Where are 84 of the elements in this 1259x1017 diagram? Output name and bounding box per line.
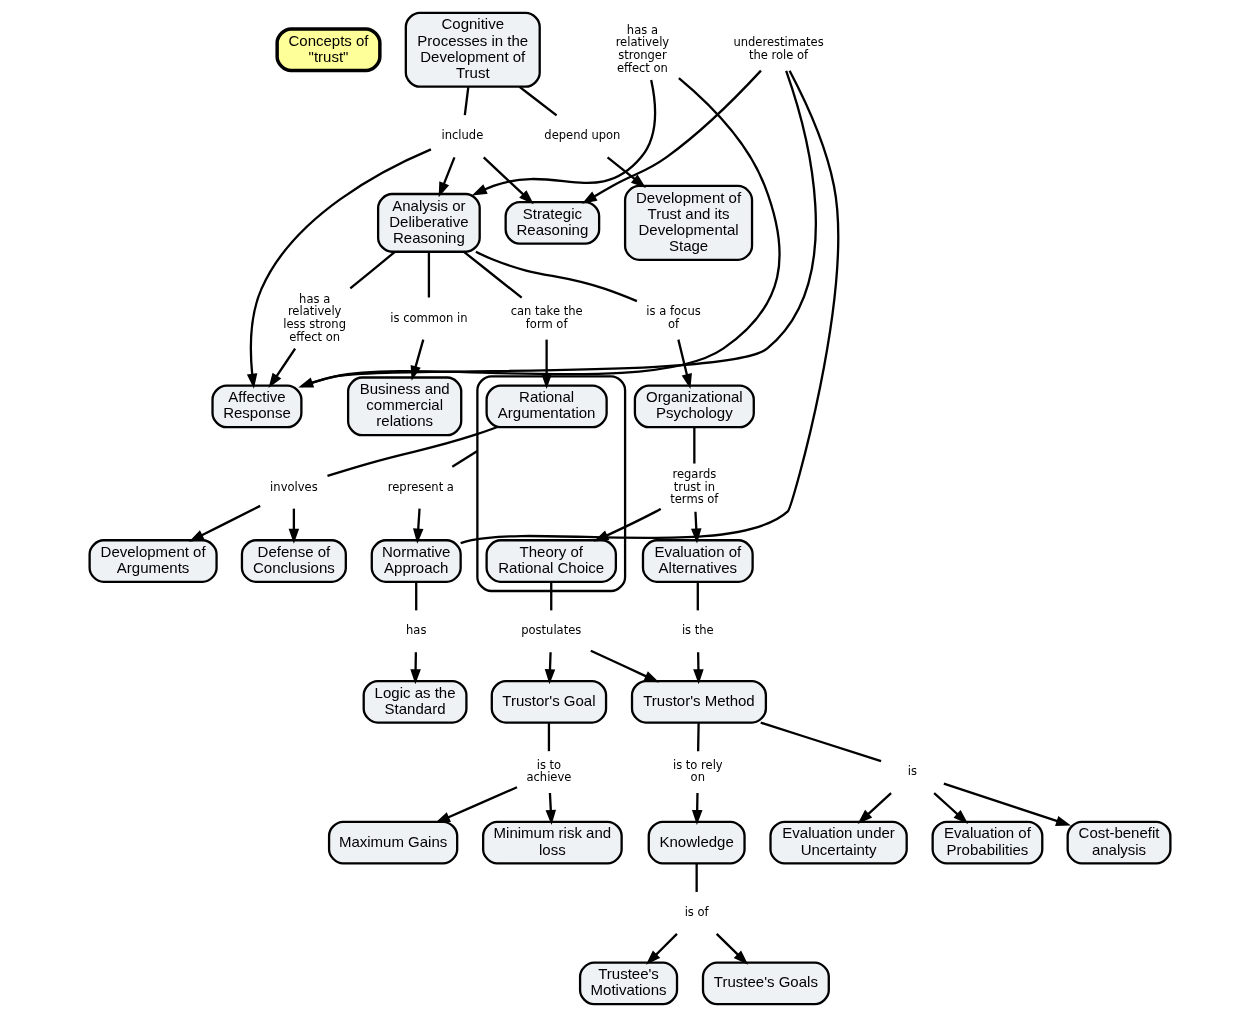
- arrow: [606, 156, 646, 188]
- arrow: [246, 148, 431, 389]
- arrow: [857, 792, 892, 824]
- arrow: [589, 649, 659, 683]
- node-box: Knowledge: [647, 820, 746, 865]
- connector: [547, 722, 550, 752]
- connector: [462, 250, 522, 299]
- node-text: underestimates the role of: [732, 35, 824, 62]
- connector: [349, 250, 396, 290]
- node-text: is: [907, 764, 917, 779]
- node-box: Strategic Reasoning: [504, 200, 600, 245]
- node-text: can take the form of: [510, 304, 583, 331]
- node-box: Theory of Rational Choice: [484, 539, 617, 583]
- connector: [695, 863, 698, 892]
- node-box: Development of Trust and its Developmental Stage: [623, 184, 753, 261]
- arrow: [434, 786, 517, 824]
- node-text: is of: [684, 904, 709, 919]
- arrow: [410, 339, 424, 381]
- arrow: [544, 652, 555, 685]
- node-text: has: [405, 623, 426, 638]
- node-text: is a focus of: [645, 304, 701, 331]
- arrow: [692, 652, 704, 685]
- node-text: postulates: [520, 623, 581, 638]
- node-box: Affective Response: [210, 384, 303, 429]
- connector: [463, 87, 469, 116]
- node-box: Maximum Gains: [327, 820, 458, 865]
- arrow: [438, 157, 456, 198]
- connector: [474, 250, 637, 303]
- connector: [696, 722, 700, 752]
- arrow: [409, 652, 421, 685]
- node-box: Trustor's Goal: [490, 679, 607, 724]
- arrow: [540, 339, 552, 389]
- arrow: [482, 156, 534, 205]
- node-box: Organizational Psychology: [633, 384, 755, 429]
- node-box: Normative Approach: [370, 539, 462, 583]
- node-box: Concepts of "trust": [274, 27, 382, 73]
- node-text: include: [440, 128, 483, 143]
- connector: [518, 85, 557, 117]
- connector: [427, 252, 430, 298]
- arrow: [268, 348, 296, 389]
- arrow: [942, 782, 1071, 826]
- node-text: regards trust in terms of: [669, 466, 718, 507]
- connector: [759, 721, 881, 763]
- node-box: Cost-benefit analysis: [1066, 820, 1172, 865]
- arrow: [645, 933, 678, 965]
- arrow: [715, 933, 748, 965]
- node-text: has a relatively stronger effect on: [615, 22, 669, 75]
- node-box: Evaluation of Alternatives: [641, 539, 754, 583]
- node-text: represent a: [387, 479, 454, 494]
- node-box: Logic as the Standard: [362, 679, 468, 724]
- node-text: is to achieve: [525, 757, 571, 785]
- arrow: [932, 792, 968, 824]
- node-box: Analysis or Deliberative Reasoning: [376, 192, 481, 253]
- connector: [549, 581, 552, 611]
- arrow: [412, 508, 423, 544]
- node-box: Trustee's Goals: [701, 961, 830, 1006]
- arrow: [581, 69, 762, 204]
- arrow: [288, 508, 299, 544]
- node-box: Evaluation of Probabilities: [931, 820, 1043, 865]
- node-box: Minimum risk and loss: [481, 820, 623, 865]
- node-box: Trustor's Method: [630, 679, 767, 724]
- connector: [326, 426, 497, 477]
- connector: [451, 450, 478, 468]
- connector: [692, 427, 695, 464]
- connector: [696, 581, 699, 611]
- node-text: is to rely on: [672, 757, 723, 785]
- node-text: is the: [681, 623, 714, 638]
- arrow: [545, 793, 556, 826]
- node-box: Defense of Conclusions: [240, 539, 347, 583]
- arrow: [691, 793, 702, 826]
- arrow: [188, 504, 261, 542]
- node-text: has a relatively less strong effect on: [282, 291, 346, 344]
- node-box: Cognitive Processes in the Development of Trust: [404, 11, 541, 88]
- node-box: Trustee's Motivations: [578, 961, 678, 1006]
- node-text: involves: [269, 479, 318, 494]
- node-box: Rational Argumentation: [484, 384, 608, 429]
- node-box: Development of Arguments: [87, 539, 218, 583]
- arrow: [676, 339, 692, 389]
- node-box: Evaluation under Uncertainty: [768, 820, 908, 865]
- arrow: [471, 79, 656, 196]
- node-text: depend upon: [543, 128, 620, 143]
- connector: [414, 581, 417, 611]
- node-text: is common in: [389, 310, 468, 325]
- node-box: Business and commercial relations: [346, 376, 462, 437]
